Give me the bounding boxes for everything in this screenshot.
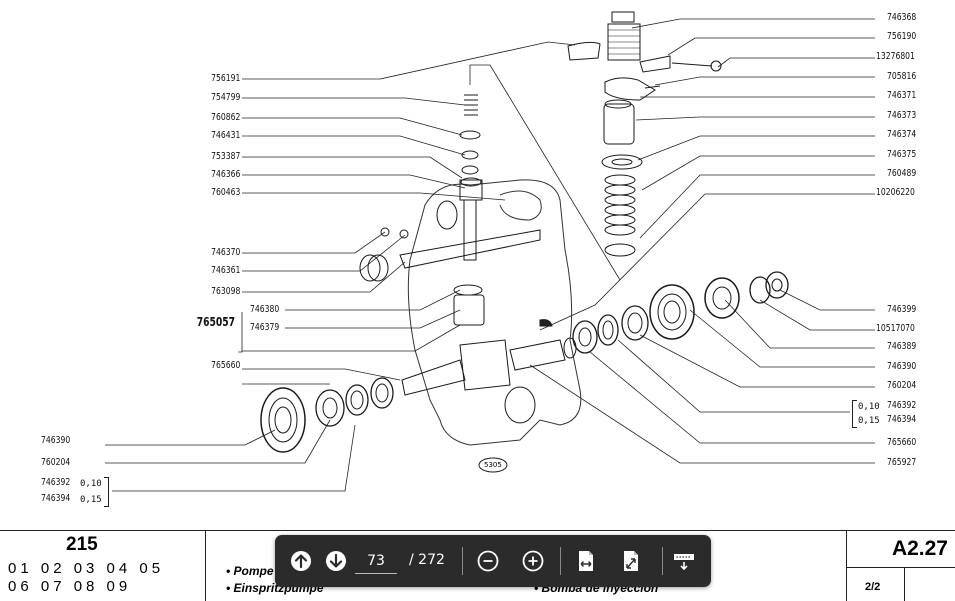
assembly-part-label: 746380 bbox=[250, 304, 280, 315]
shim-size: 0,15 bbox=[858, 416, 880, 426]
next-page-button[interactable] bbox=[323, 548, 349, 574]
page-number-input[interactable] bbox=[355, 549, 397, 574]
page-total: / 272 bbox=[409, 552, 445, 568]
clamp-ring bbox=[604, 77, 656, 101]
part-label: 13276801 bbox=[876, 51, 915, 62]
continuous-scroll-icon bbox=[674, 554, 694, 571]
part-label: 746390 bbox=[41, 435, 71, 446]
shim-label: 746392 bbox=[41, 477, 71, 488]
arrow-up-circle-icon bbox=[291, 551, 311, 571]
spring bbox=[604, 174, 636, 236]
leader-lines-right bbox=[469, 18, 875, 464]
shim-bracket bbox=[104, 477, 109, 507]
divider bbox=[904, 567, 905, 601]
camshaft bbox=[401, 337, 577, 396]
part-label: 760204 bbox=[41, 457, 71, 468]
assembly-label: 765057 bbox=[196, 315, 235, 329]
previous-page-button[interactable] bbox=[288, 548, 314, 574]
spring-lower-seat bbox=[604, 243, 636, 257]
part-label: 746370 bbox=[210, 247, 240, 258]
toolbar-separator bbox=[662, 547, 663, 575]
spring-seat bbox=[601, 154, 643, 170]
part-label: 756190 bbox=[887, 31, 917, 42]
zoom-in-button[interactable] bbox=[520, 548, 546, 574]
scroll-mode-button[interactable] bbox=[671, 548, 697, 574]
part-label: 760862 bbox=[210, 112, 240, 123]
adjuster-screw bbox=[380, 227, 390, 237]
part-label: 746373 bbox=[887, 110, 917, 121]
assembly-part-label: 746379 bbox=[250, 322, 280, 333]
shim-size: 0,10 bbox=[80, 479, 102, 489]
leader-lines-left bbox=[105, 41, 576, 492]
part-label: 10517070 bbox=[876, 323, 915, 334]
bullet: • bbox=[226, 564, 231, 578]
sheet-of: 2/2 bbox=[865, 581, 881, 593]
part-label: 746390 bbox=[887, 361, 917, 372]
delivery-valve-holder bbox=[607, 11, 641, 61]
sleeve-gear bbox=[359, 254, 389, 282]
page-fit-width-icon bbox=[579, 551, 593, 571]
shim-label: 746392 bbox=[887, 400, 917, 411]
shim-label: 746394 bbox=[887, 414, 917, 425]
part-label: 765927 bbox=[887, 457, 917, 468]
clamp-right bbox=[639, 55, 671, 73]
figure-number-badge bbox=[478, 457, 508, 473]
plunger-stack bbox=[399, 94, 541, 326]
shim-size: 0,15 bbox=[80, 495, 102, 505]
sleeve bbox=[603, 103, 635, 145]
bullet: • bbox=[534, 581, 539, 595]
part-label: 753387 bbox=[210, 151, 240, 162]
part-label: 765660 bbox=[210, 360, 240, 371]
shim-label: 746394 bbox=[41, 493, 71, 504]
shim-bracket bbox=[852, 400, 857, 428]
description-fr: • Pompe bbox=[226, 564, 274, 578]
part-label: 756191 bbox=[210, 73, 240, 84]
figure-number: 5305 bbox=[484, 461, 502, 469]
part-label: 760204 bbox=[887, 380, 917, 391]
part-label: 746371 bbox=[887, 90, 917, 101]
part-label: 705816 bbox=[887, 71, 917, 82]
bearing-stack-right bbox=[572, 271, 789, 354]
bearing-stack-left bbox=[260, 377, 394, 453]
minus-circle-icon bbox=[477, 550, 499, 572]
part-label: 10206220 bbox=[876, 187, 915, 198]
part-label: 746366 bbox=[210, 169, 240, 180]
part-label: 746361 bbox=[210, 265, 240, 276]
part-label: 746389 bbox=[887, 341, 917, 352]
group-number: 215 bbox=[66, 534, 98, 555]
part-label: 763098 bbox=[210, 286, 240, 297]
arrow-down-circle-icon bbox=[326, 551, 346, 571]
description-fr-text: Pompe bbox=[233, 564, 274, 578]
title-block: 215 01 02 03 04 05 06 07 08 09 • Pompe •… bbox=[0, 530, 955, 601]
fit-page-button[interactable] bbox=[618, 548, 644, 574]
sheet-code: A2.27 bbox=[891, 537, 948, 560]
model-codes-row1: 01 02 03 04 05 bbox=[8, 560, 165, 577]
clamp-left bbox=[567, 41, 601, 61]
group-cell: 215 01 02 03 04 05 06 07 08 09 bbox=[0, 531, 206, 601]
part-label: 765660 bbox=[887, 437, 917, 448]
pump-housing bbox=[407, 179, 582, 446]
parts-drawing bbox=[105, 11, 875, 492]
part-label: 746399 bbox=[887, 304, 917, 315]
part-label: 746375 bbox=[887, 149, 917, 160]
part-label: 760463 bbox=[210, 187, 240, 198]
page-expand-icon bbox=[624, 551, 638, 571]
pdf-viewer-toolbar: / 272 bbox=[275, 535, 711, 587]
shim-size: 0,10 bbox=[858, 402, 880, 412]
zoom-out-button[interactable] bbox=[475, 548, 501, 574]
divider bbox=[847, 567, 955, 568]
plus-circle-icon bbox=[522, 550, 544, 572]
part-label: 746368 bbox=[887, 12, 917, 23]
model-codes-row2: 06 07 08 09 bbox=[8, 578, 132, 595]
sheet-cell: A2.27 2/2 bbox=[846, 531, 955, 601]
toolbar-separator bbox=[560, 547, 561, 575]
part-label: 760489 bbox=[887, 168, 917, 179]
part-label: 746431 bbox=[210, 130, 240, 141]
part-label: 754799 bbox=[210, 92, 240, 103]
fit-width-button[interactable] bbox=[573, 548, 599, 574]
part-label: 746374 bbox=[887, 129, 917, 140]
bullet: • bbox=[226, 581, 231, 595]
toolbar-separator bbox=[462, 547, 463, 575]
